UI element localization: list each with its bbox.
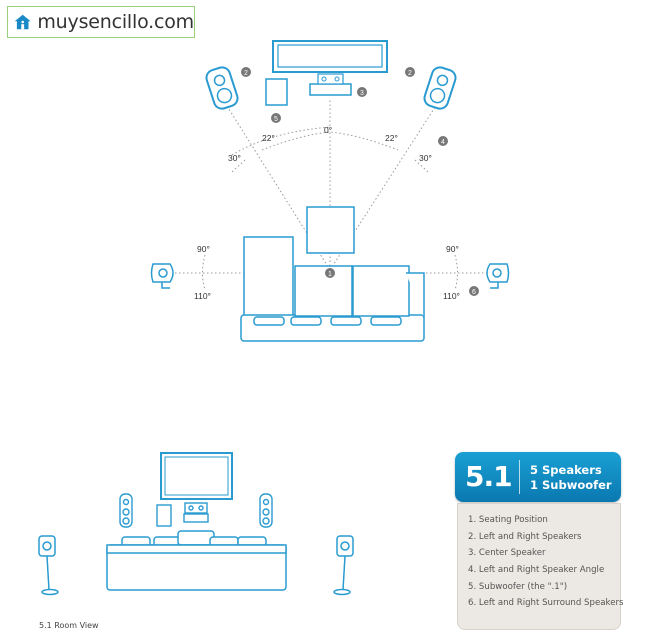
marker-1: 1 — [325, 268, 335, 278]
angle-left-110: 110° — [194, 291, 211, 301]
front-left-speaker-top — [205, 66, 239, 110]
room-view-center-speaker — [183, 502, 209, 523]
tv-screen-top — [272, 40, 388, 73]
legend-item: 1. Seating Position — [468, 515, 548, 525]
svg-text:1: 1 — [328, 271, 332, 278]
surround-left-speaker-top — [150, 263, 174, 289]
angle-left-90: 90° — [197, 244, 210, 254]
angle-right-110: 110° — [443, 291, 460, 301]
legend-item: 6. Left and Right Surround Speakers — [468, 598, 624, 609]
speakers-count: 5 Speakers — [530, 463, 602, 477]
marker-3: 3 — [357, 87, 367, 97]
svg-text:4: 4 — [441, 139, 445, 146]
legend-item: 2. Left and Right Speakers — [468, 531, 582, 542]
room-view-caption: 5.1 Room View — [39, 621, 99, 630]
room-view-front-left-speaker — [119, 493, 133, 528]
surround-format-number: 5.1 — [465, 460, 513, 493]
legend-body: 1. Seating Position 2. Left and Right Sp… — [457, 503, 624, 630]
site-logo[interactable]: muysencillo.com — [7, 6, 195, 38]
subwoofer-top — [265, 78, 288, 106]
center-speaker-top — [309, 73, 352, 96]
coffee-table — [306, 206, 355, 254]
info-legend-box: 5.1 5 Speakers 1 Subwoofer 1. Seating Po… — [455, 452, 624, 632]
angle-right-30: 30° — [419, 153, 432, 163]
svg-text:2: 2 — [244, 70, 248, 77]
angle-right-22: 22° — [385, 133, 398, 143]
room-view-surround-left — [38, 535, 59, 596]
room-view-tv — [160, 452, 233, 500]
angle-guide-lines — [175, 97, 490, 291]
svg-text:6: 6 — [472, 289, 476, 296]
legend-item: 5. Subwoofer (the ".1") — [468, 581, 568, 592]
info-divider — [519, 460, 520, 494]
marker-2-right: 2 — [405, 67, 415, 77]
room-view-surround-right — [333, 535, 354, 596]
angle-left-30: 30° — [228, 153, 241, 163]
svg-text:5: 5 — [274, 116, 278, 123]
logo-text: muysencillo.com — [37, 11, 194, 33]
marker-6: 6 — [469, 286, 479, 296]
marker-5: 5 — [271, 113, 281, 123]
marker-4: 4 — [438, 136, 448, 146]
subwoofer-count: 1 Subwoofer — [530, 478, 612, 492]
marker-2-left: 2 — [241, 67, 251, 77]
legend-item: 3. Center Speaker — [468, 548, 546, 559]
angle-left-22: 22° — [262, 133, 275, 143]
legend-list: 1. Seating Position 2. Left and Right Sp… — [458, 504, 624, 612]
surround-right-speaker-top — [486, 263, 510, 289]
svg-text:2: 2 — [408, 70, 412, 77]
room-view-subwoofer — [156, 504, 172, 527]
front-right-speaker-top — [423, 66, 457, 110]
info-header: 5.1 5 Speakers 1 Subwoofer — [455, 452, 621, 502]
sofa-top — [240, 236, 425, 342]
angle-center-0: 0° — [324, 125, 332, 135]
house-wifi-icon — [14, 14, 31, 30]
svg-text:3: 3 — [360, 90, 364, 97]
room-view-front-right-speaker — [259, 493, 273, 528]
angle-right-90: 90° — [446, 244, 459, 254]
room-view-sofa — [106, 530, 287, 591]
legend-item: 4. Left and Right Speaker Angle — [468, 565, 605, 576]
